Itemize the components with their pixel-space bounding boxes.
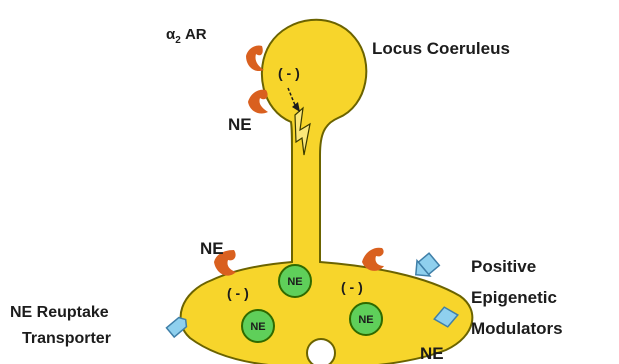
modulators-label: Modulators bbox=[471, 319, 563, 338]
vesicle-label: NE bbox=[287, 276, 302, 288]
epigenetic-label: Epigenetic bbox=[471, 288, 557, 307]
positive-label: Positive bbox=[471, 257, 536, 276]
alpha2-receptor-lower bbox=[248, 90, 268, 114]
vesicle: NE bbox=[279, 265, 311, 297]
vesicle-label: NE bbox=[358, 314, 373, 326]
neuron-outline bbox=[181, 20, 473, 364]
ne-terminal-label: NE bbox=[200, 239, 224, 258]
reuptake-pore bbox=[307, 339, 335, 364]
vesicle: NE bbox=[242, 310, 274, 342]
reuptake-label-line2: Transporter bbox=[22, 330, 111, 347]
locus-coeruleus-label: Locus Coeruleus bbox=[372, 39, 510, 58]
inhibition-mark-terminal-right: ( - ) bbox=[341, 279, 363, 295]
ne-soma-label: NE bbox=[228, 115, 252, 134]
ne-bottom-right-label: NE bbox=[420, 344, 444, 363]
inhibition-mark-soma: ( - ) bbox=[278, 65, 300, 81]
reuptake-label-line1: NE Reuptake bbox=[10, 304, 109, 321]
vesicle-label: NE bbox=[250, 321, 265, 333]
neuron bbox=[181, 20, 473, 364]
alpha2-ar-label: α2 AR bbox=[166, 26, 207, 46]
inhibition-mark-terminal-left: ( - ) bbox=[227, 285, 249, 301]
vesicle: NE bbox=[350, 303, 382, 335]
